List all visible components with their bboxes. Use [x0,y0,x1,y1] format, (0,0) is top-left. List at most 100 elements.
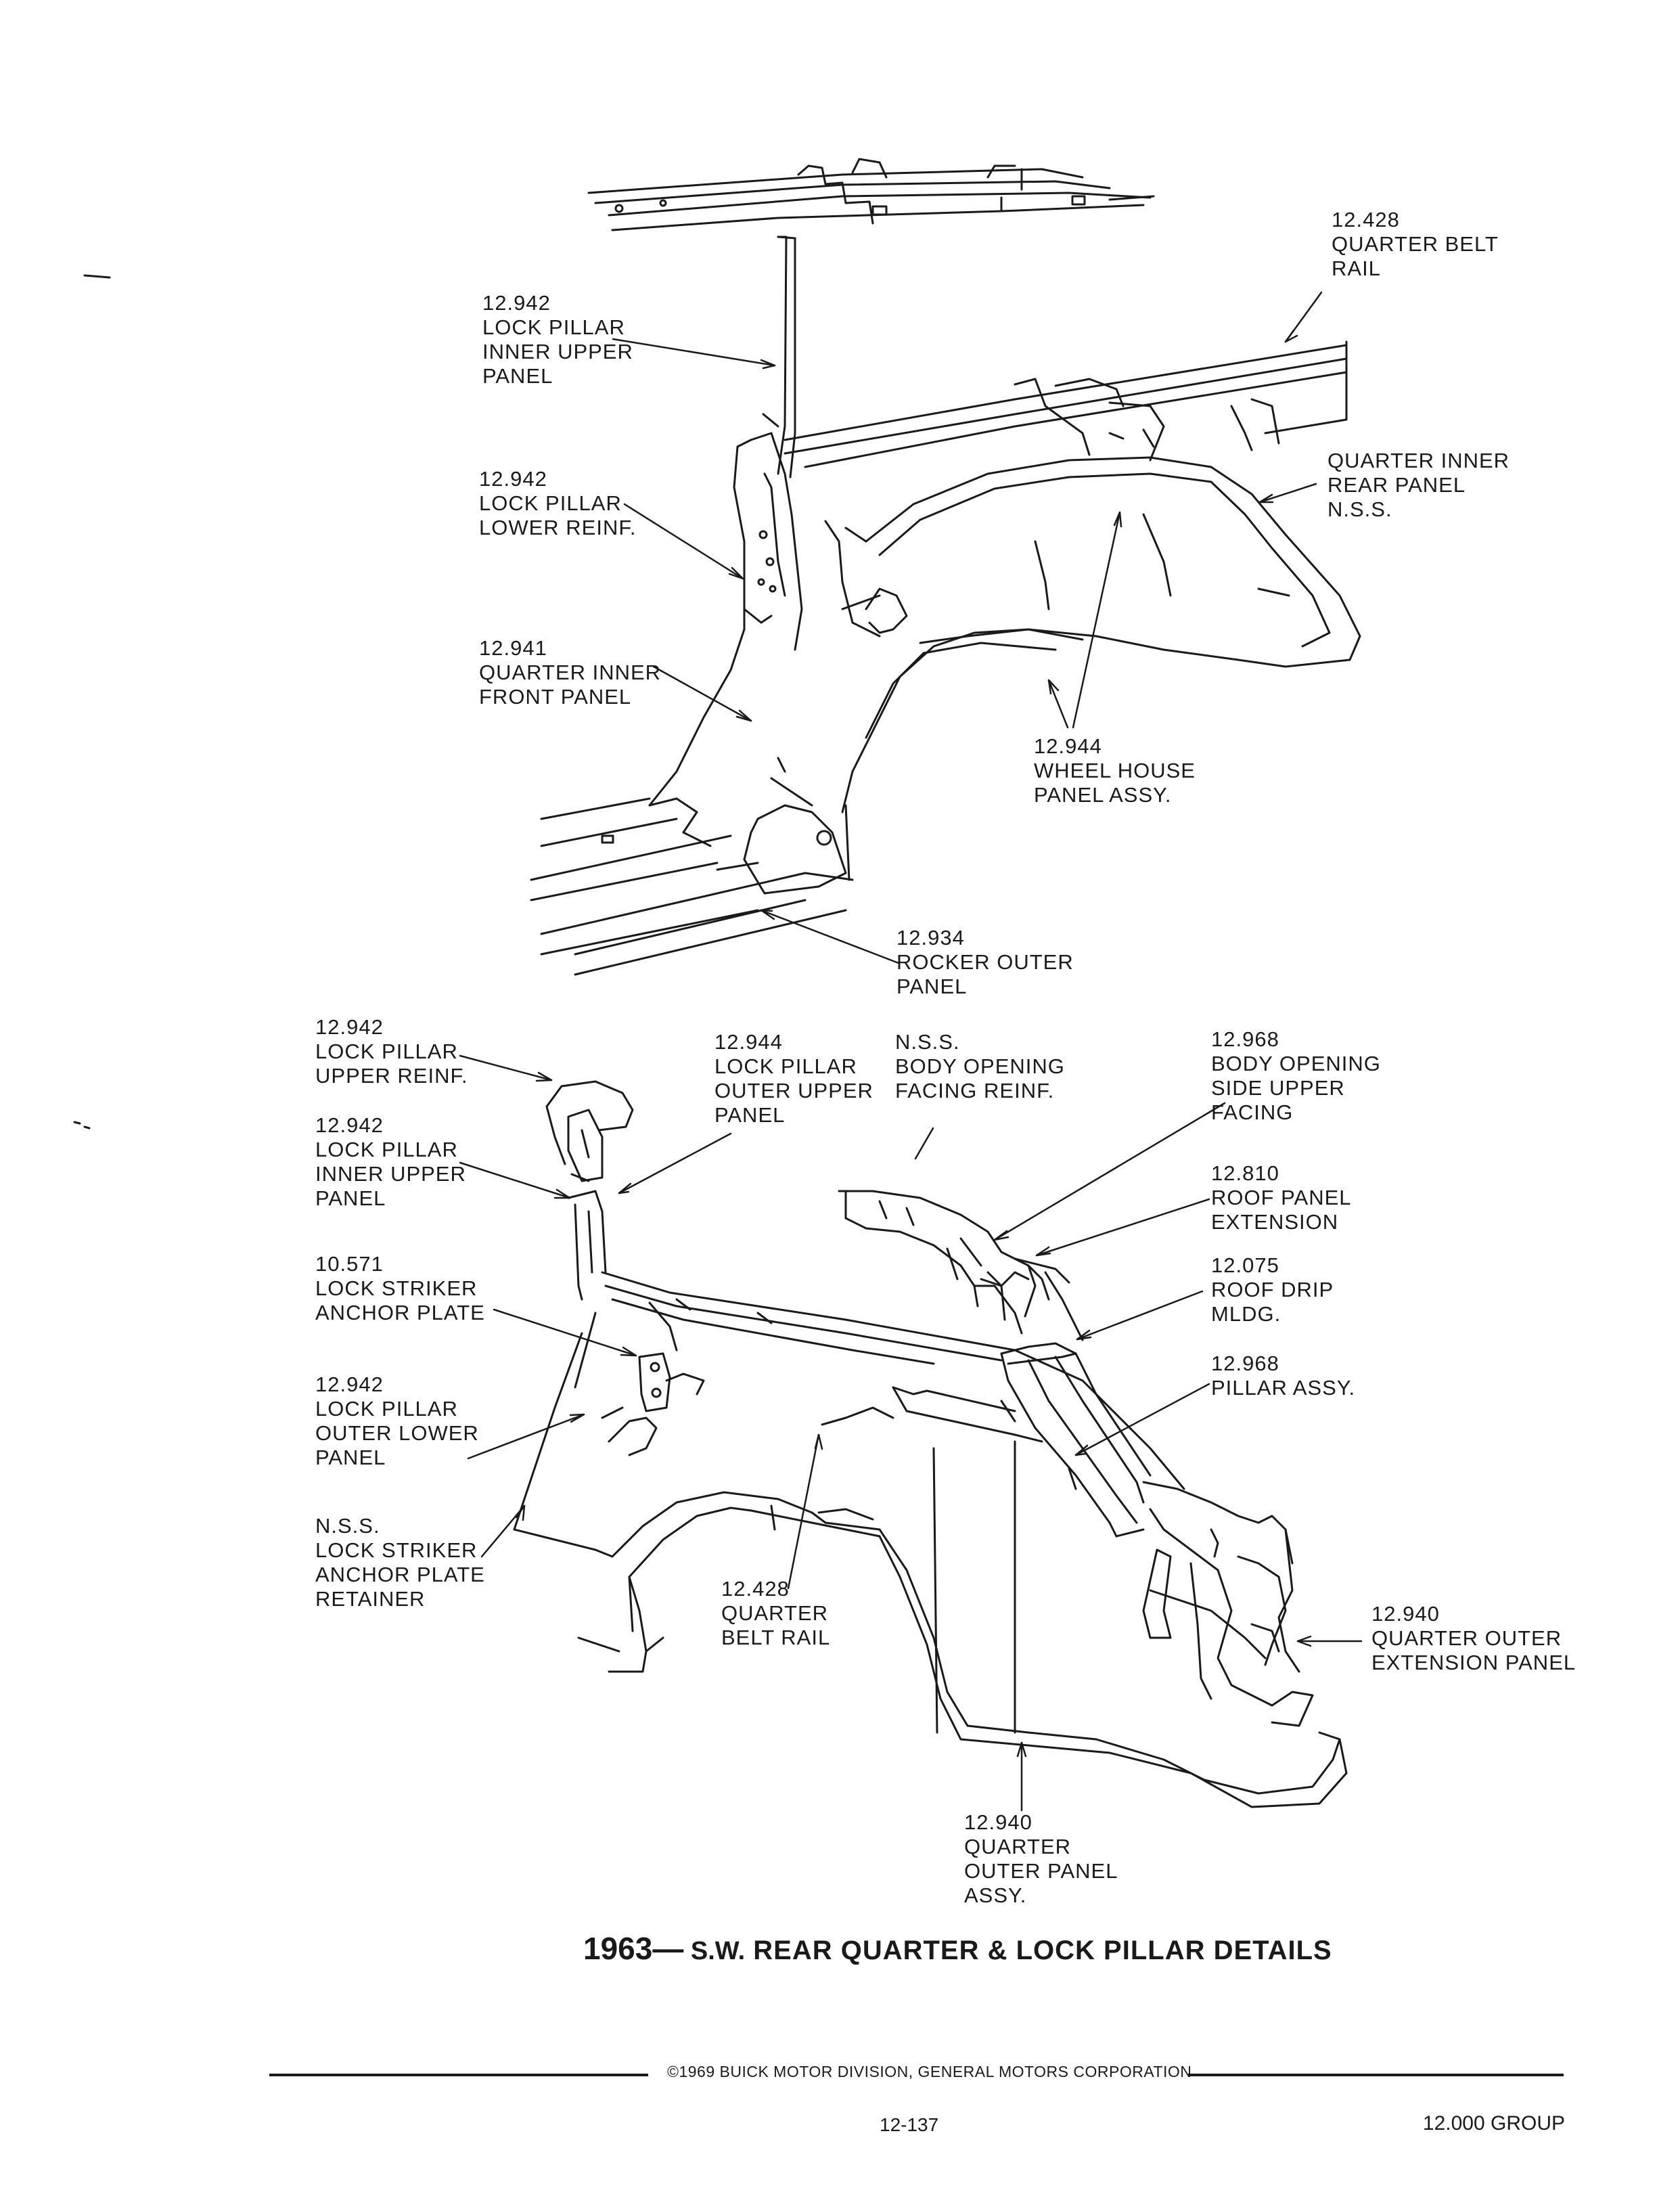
part-name: EXTENSION [1211,1210,1339,1234]
part-name: LOCK PILLAR [479,491,622,515]
lower-assembly-drawing [513,1080,1348,1808]
part-name: QUARTER INNER [1327,449,1510,472]
part-name: LOCK PILLAR [315,1397,458,1421]
part-number: 12.428 [721,1577,790,1601]
part-number: 12.810 [1211,1161,1279,1185]
part-number: 12.968 [1211,1352,1279,1375]
part-number: N.S.S. [895,1030,960,1054]
part-name: UPPER REINF. [315,1064,468,1088]
callout-quarter-belt-rail-lower: 12.428 QUARTER BELT RAIL [721,1577,830,1650]
upper-assembly-drawing [530,158,1361,976]
page-number: 12-137 [880,2114,939,2135]
callout-lock-pillar-inner-upper-top: 12.942 LOCK PILLAR INNER UPPER PANEL [482,291,633,388]
part-name: QUARTER BELT [1332,232,1499,256]
part-number: 12.944 [1034,734,1102,758]
lock-pillar-upper-reinf [545,1080,634,1182]
part-name: MLDG. [1211,1302,1281,1326]
part-number: N.S.S. [315,1514,380,1538]
part-name: QUARTER INNER [479,661,662,684]
part-name: INNER UPPER [315,1162,466,1186]
part-name: ANCHOR PLATE [315,1563,485,1586]
page-marks [73,274,111,1130]
title-year: 1963 [583,1931,653,1966]
part-name: LOCK PILLAR [482,315,625,339]
callout-roof-panel-extension: 12.810 ROOF PANEL EXTENSION [1211,1161,1352,1234]
part-name: FACING REINF. [895,1079,1055,1102]
part-number: 12.940 [1371,1602,1440,1626]
part-name: PANEL [315,1446,386,1469]
figure-title: 1963— S.W. REAR QUARTER & LOCK PILLAR DE… [583,1930,1332,1967]
part-number: 12.944 [714,1030,783,1054]
part-name: BODY OPENING [1211,1052,1381,1075]
part-name: QUARTER [964,1835,1072,1858]
part-name: QUARTER [721,1601,829,1625]
part-name: PANEL ASSY. [1034,783,1172,807]
callout-quarter-inner-front: 12.941 QUARTER INNER FRONT PANEL [479,636,661,709]
title-model: S.W. [683,1937,746,1965]
part-name: BODY OPENING [895,1054,1065,1078]
part-number: 12.942 [479,467,547,491]
part-number: 12.428 [1332,208,1400,231]
part-name: ASSY. [964,1883,1027,1907]
part-name: OUTER PANEL [964,1859,1118,1883]
part-number: 12.942 [482,291,551,315]
body-opening-facing-reinf [838,1190,1006,1321]
rocker-and-floor [530,757,854,976]
part-number: 10.571 [315,1252,384,1276]
part-name: RETAINER [315,1587,426,1611]
wheel-house-panel [824,456,1361,813]
part-name: LOCK PILLAR [315,1138,458,1161]
callout-lock-pillar-outer-lower: 12.942 LOCK PILLAR OUTER LOWER PANEL [315,1372,479,1470]
lock-pillar-inner-upper-panel [762,236,796,478]
callout-lock-pillar-lower-reinf: 12.942 LOCK PILLAR LOWER REINF. [479,467,636,540]
part-name: LOWER REINF. [479,516,637,539]
roof-panel-extension [973,1251,1084,1341]
callout-lock-pillar-upper-reinf: 12.942 LOCK PILLAR UPPER REINF. [315,1015,468,1088]
group-label: 12.000 GROUP [1422,2112,1565,2135]
lock-pillar-inner-upper-panel-lower [567,1190,607,1301]
part-name: LOCK STRIKER [315,1538,478,1562]
part-number: 12.075 [1211,1253,1279,1277]
part-name: FACING [1211,1100,1294,1124]
callout-quarter-belt-rail-upper: 12.428 QUARTER BELT RAIL [1332,208,1499,281]
part-name: ROOF DRIP [1211,1278,1334,1301]
part-name: LOCK PILLAR [714,1054,857,1078]
callout-roof-drip-mldg: 12.075 ROOF DRIP MLDG. [1211,1253,1334,1326]
callout-wheel-house: 12.944 WHEEL HOUSE PANEL ASSY. [1034,734,1196,807]
copyright-notice: ©1969 BUICK MOTOR DIVISION, GENERAL MOTO… [667,2063,1192,2080]
lock-striker-anchor-plate [601,1352,705,1456]
title-dash: — [652,1931,684,1966]
part-name: REAR PANEL [1327,473,1466,497]
part-name: PILLAR ASSY. [1211,1376,1356,1400]
callout-lock-striker-anchor-plate: 10.571 LOCK STRIKER ANCHOR PLATE [315,1252,485,1325]
callout-quarter-outer-extension: 12.940 QUARTER OUTER EXTENSION PANEL [1371,1602,1576,1675]
part-name: PANEL [315,1186,386,1210]
part-name: PANEL [896,975,968,998]
title-text: REAR QUARTER & LOCK PILLAR DETAILS [745,1936,1332,1965]
part-name: ROOF PANEL [1211,1186,1352,1209]
part-name: ROCKER OUTER [896,950,1074,974]
part-name: WHEEL HOUSE [1034,759,1196,782]
part-number: 12.942 [315,1015,384,1039]
callout-quarter-inner-rear: QUARTER INNER REAR PANEL N.S.S. [1327,449,1509,522]
part-name: RAIL [1332,256,1381,280]
part-number: 12.942 [315,1113,384,1137]
callout-lock-striker-retainer: N.S.S. LOCK STRIKER ANCHOR PLATE RETAINE… [315,1514,485,1611]
part-name: INNER UPPER [482,340,633,363]
part-name: LOCK PILLAR [315,1040,458,1063]
part-name: OUTER UPPER [714,1079,873,1102]
part-name: LOCK STRIKER [315,1276,478,1300]
leader-lines [459,291,1363,1812]
part-number: 12.940 [964,1810,1032,1834]
part-number: N.S.S. [1327,497,1392,521]
quarter-belt-rail-upper [784,340,1348,468]
part-number: 12.934 [896,926,965,950]
callout-body-opening-facing-reinf: N.S.S. BODY OPENING FACING REINF. [895,1030,1065,1103]
part-name: PANEL [714,1103,786,1127]
quarter-outer-extension-panel [1142,1481,1314,1727]
part-name: EXTENSION PANEL [1371,1651,1576,1674]
part-name: SIDE UPPER [1211,1076,1345,1100]
part-name: PANEL [482,364,553,388]
